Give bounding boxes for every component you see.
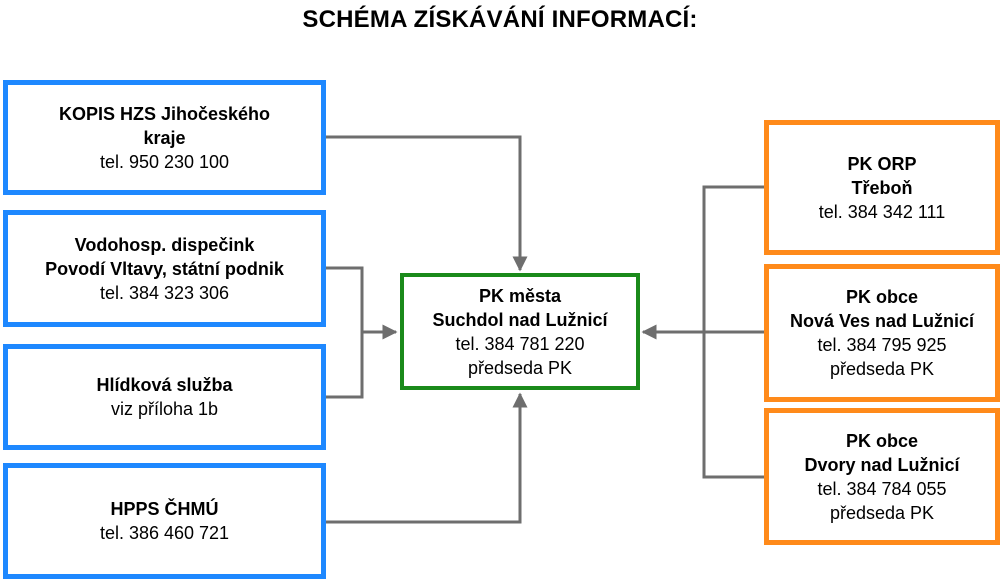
target-dvory-box: PK obce Dvory nad Lužnicí tel. 384 784 0… (764, 408, 1000, 545)
source-hpps-box: HPPS ČHMÚ tel. 386 460 721 (3, 463, 326, 579)
kopis-name-line-1: KOPIS HZS Jihočeského (58, 103, 271, 124)
vodohosp-name-line-1: Vodohosp. dispečink (74, 234, 255, 255)
orp-phone: tel. 384 342 111 (818, 201, 946, 222)
dvory-phone: tel. 384 784 055 (817, 478, 947, 499)
connector-kopis (326, 135, 528, 272)
source-vodohosp-box: Vodohosp. dispečink Povodí Vltavy, státn… (3, 210, 326, 327)
center-role: předseda PK (467, 357, 573, 378)
vodohosp-phone: tel. 384 323 306 (99, 282, 230, 303)
nova-ves-name-line-2: Nová Ves nad Lužnicí (789, 311, 975, 331)
vodohosp-name-line-2: Povodí Vltavy, státní podnik (45, 258, 284, 279)
dvory-role: předseda PK (829, 502, 935, 523)
hlidkova-reference: viz příloha 1b (110, 399, 219, 419)
hpps-phone: tel. 386 460 721 (99, 523, 230, 543)
dvory-name-line-2: Dvory nad Lužnicí (804, 454, 960, 475)
center-name-line-1: PK města (478, 285, 562, 306)
kopis-phone: tel. 950 230 100 (99, 151, 230, 172)
source-kopis-box: KOPIS HZS Jihočeského kraje tel. 950 230… (3, 80, 326, 195)
hpps-name: HPPS ČHMÚ (110, 499, 219, 519)
source-hlidkova-box: Hlídková služba viz příloha 1b (3, 344, 326, 450)
hlidkova-name: Hlídková služba (96, 375, 233, 395)
target-orp-box: PK ORP Třeboň tel. 384 342 111 (764, 120, 1000, 255)
nova-ves-phone: tel. 384 795 925 (817, 335, 947, 355)
nova-ves-role: předseda PK (829, 359, 935, 379)
nova-ves-name-line-1: PK obce (845, 287, 919, 307)
dvory-name-line-1: PK obce (845, 430, 919, 451)
target-nova-ves-box: PK obce Nová Ves nad Lužnicí tel. 384 79… (764, 264, 1000, 402)
diagram-title: SCHÉMA ZÍSKÁVÁNÍ INFORMACÍ: (302, 6, 698, 33)
connector-hpps (326, 392, 528, 524)
orp-name-line-2: Třeboň (851, 177, 913, 198)
connector-vodohosp (326, 266, 364, 399)
center-phone: tel. 384 781 220 (455, 333, 585, 354)
kopis-name-line-2: kraje (143, 127, 186, 148)
center-name-line-2: Suchdol nad Lužnicí (432, 309, 608, 330)
center-pk-box: PK města Suchdol nad Lužnicí tel. 384 78… (400, 273, 640, 390)
orp-name-line-1: PK ORP (847, 153, 917, 174)
